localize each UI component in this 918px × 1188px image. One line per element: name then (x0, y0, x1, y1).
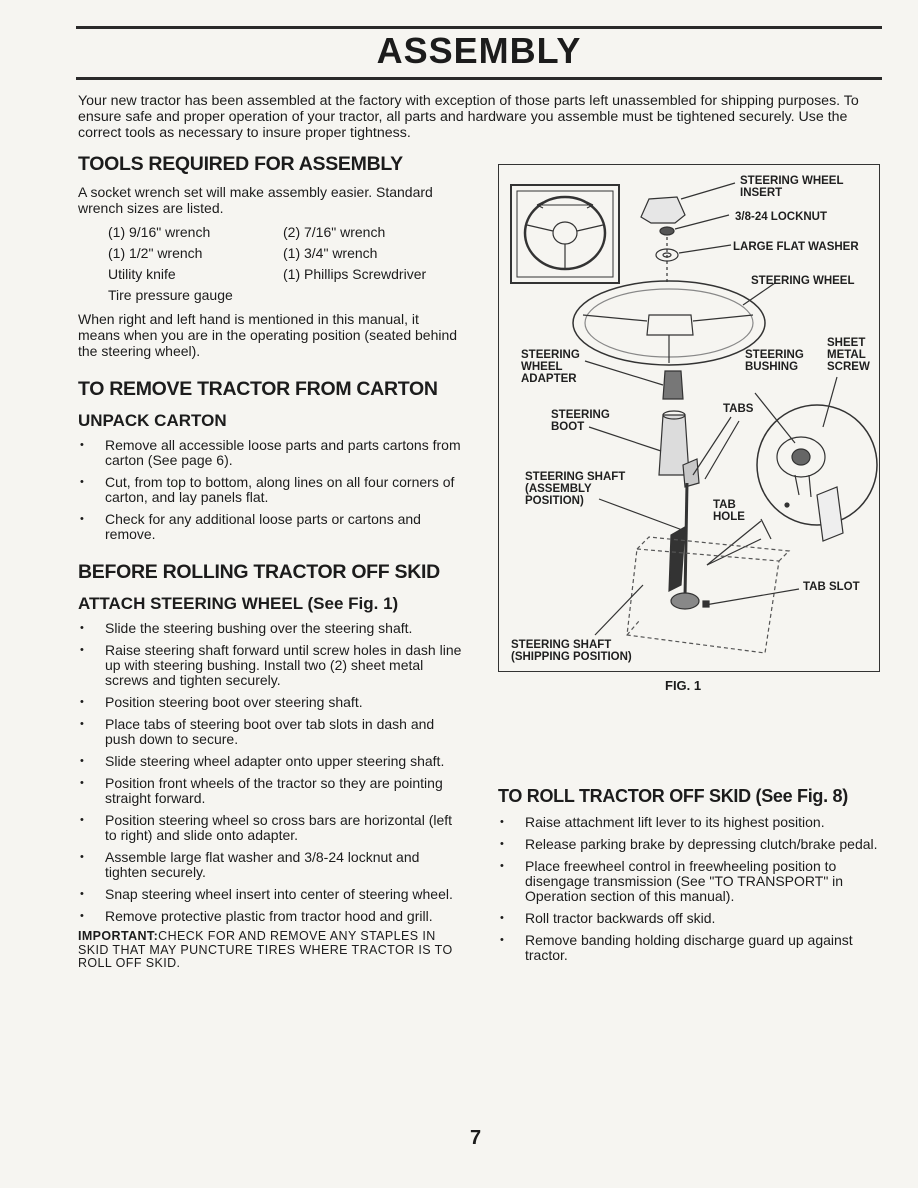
label-tab-hole: TAB HOLE (713, 499, 745, 523)
roll-heading: TO ROLL TRACTOR OFF SKID (See Fig. 8) (498, 786, 848, 806)
tool-item: (1) Phillips Screwdriver (283, 266, 427, 282)
list-item: Position steering boot over steering sha… (78, 695, 462, 711)
before-heading: BEFORE ROLLING TRACTOR OFF SKID (78, 561, 440, 583)
label-boot: STEERING BOOT (551, 409, 610, 433)
label-washer: LARGE FLAT WASHER (733, 241, 859, 253)
tool-item: (2) 7/16" wrench (283, 224, 386, 240)
list-item: Check for any additional loose parts or … (78, 512, 462, 542)
steering-assembly-diagram (510, 182, 878, 654)
title-bottom-rule (76, 77, 882, 80)
list-item: Slide steering wheel adapter onto upper … (78, 754, 462, 770)
tools-list: (1) 9/16" wrench (2) 7/16" wrench (1) 1/… (108, 223, 462, 305)
steering-wheel-shape (572, 280, 766, 366)
tool-item: (1) 9/16" wrench (108, 224, 211, 240)
list-item: Raise attachment lift lever to its highe… (498, 815, 880, 831)
list-item: Assemble large flat washer and 3/8-24 lo… (78, 850, 462, 880)
list-item: Remove protective plastic from tractor h… (78, 909, 462, 925)
adapter-shape (662, 370, 684, 400)
tool-item: Tire pressure gauge (108, 287, 233, 303)
bushing-detail-circle (756, 404, 878, 526)
list-item: Position steering wheel so cross bars ar… (78, 813, 462, 843)
inset-frame (510, 184, 620, 284)
tools-intro: A socket wrench set will make assembly e… (78, 184, 433, 216)
intro-paragraph: Your new tractor has been assembled at t… (78, 93, 859, 141)
list-item: Remove all accessible loose parts and pa… (78, 438, 462, 468)
list-item: Place freewheel control in freewheeling … (498, 859, 880, 904)
list-item: Place tabs of steering boot over tab slo… (78, 717, 462, 747)
list-item: Snap steering wheel insert into center o… (78, 887, 462, 903)
label-bushing: STEERING BUSHING (745, 349, 804, 373)
label-sheet-metal-screw: SHEET METAL SCREW (827, 337, 870, 373)
tool-item: Utility knife (108, 266, 176, 282)
list-item: Cut, from top to bottom, along lines on … (78, 475, 462, 505)
attach-list: Slide the steering bushing over the stee… (78, 621, 462, 925)
right-column: TO ROLL TRACTOR OFF SKID (See Fig. 8) Ra… (498, 784, 880, 963)
page-title: ASSEMBLY (376, 30, 582, 71)
tool-item (283, 286, 463, 305)
inset-inner-frame (516, 190, 614, 278)
list-item: Roll tractor backwards off skid. (498, 911, 880, 927)
unpack-subheading: UNPACK CARTON (78, 411, 227, 430)
tools-heading: TOOLS REQUIRED FOR ASSEMBLY (78, 153, 403, 175)
attach-subheading: ATTACH STEERING WHEEL (See Fig. 1) (78, 594, 399, 613)
figure-1: STEERING WHEEL INSERT 3/8-24 LOCKNUT LAR… (498, 164, 880, 672)
roll-list: Raise attachment lift lever to its highe… (498, 815, 880, 963)
label-wheel-insert: STEERING WHEEL INSERT (740, 175, 844, 199)
label-tabs: TABS (723, 403, 754, 415)
list-item: Raise steering shaft forward until screw… (78, 643, 462, 688)
label-shaft-shipping: STEERING SHAFT (SHIPPING POSITION) (511, 639, 632, 663)
wheel-insert-shape (640, 196, 686, 224)
bushing-shape (776, 436, 826, 478)
label-wheel-adapter: STEERING WHEEL ADAPTER (521, 349, 580, 385)
important-label: IMPORTANT: (78, 929, 159, 943)
important-note: IMPORTANT:CHECK FOR AND REMOVE ANY STAPL… (78, 929, 462, 971)
label-tab-slot: TAB SLOT (803, 581, 860, 593)
label-locknut: 3/8-24 LOCKNUT (735, 211, 828, 223)
left-column: TOOLS REQUIRED FOR ASSEMBLY A socket wre… (78, 152, 462, 971)
remove-heading: TO REMOVE TRACTOR FROM CARTON (78, 378, 438, 400)
list-item: Position front wheels of the tractor so … (78, 776, 462, 806)
tool-item: (1) 3/4" wrench (283, 245, 378, 261)
tool-item: (1) 1/2" wrench (108, 245, 203, 261)
locknut-shape (659, 226, 675, 236)
list-item: Slide the steering bushing over the stee… (78, 621, 462, 637)
hand-orientation-note: When right and left hand is mentioned in… (78, 311, 458, 359)
dash-outline (626, 536, 791, 654)
top-rule (76, 26, 882, 29)
figure-caption: FIG. 1 (665, 678, 702, 693)
list-item: Remove banding holding discharge guard u… (498, 933, 880, 963)
steering-shaft-shape (683, 482, 689, 598)
important-text: CHECK FOR AND REMOVE ANY STAPLES IN SKID… (78, 929, 453, 970)
label-shaft-assembly: STEERING SHAFT (ASSEMBLY POSITION) (525, 471, 626, 507)
wheel-hub-shape (646, 314, 694, 336)
inset-steering-wheel (523, 195, 607, 271)
page-number: 7 (470, 1127, 482, 1149)
unpack-list: Remove all accessible loose parts and pa… (78, 438, 462, 542)
label-steering-wheel: STEERING WHEEL (751, 275, 855, 287)
inset-hub (552, 221, 578, 245)
list-item: Release parking brake by depressing clut… (498, 837, 880, 853)
